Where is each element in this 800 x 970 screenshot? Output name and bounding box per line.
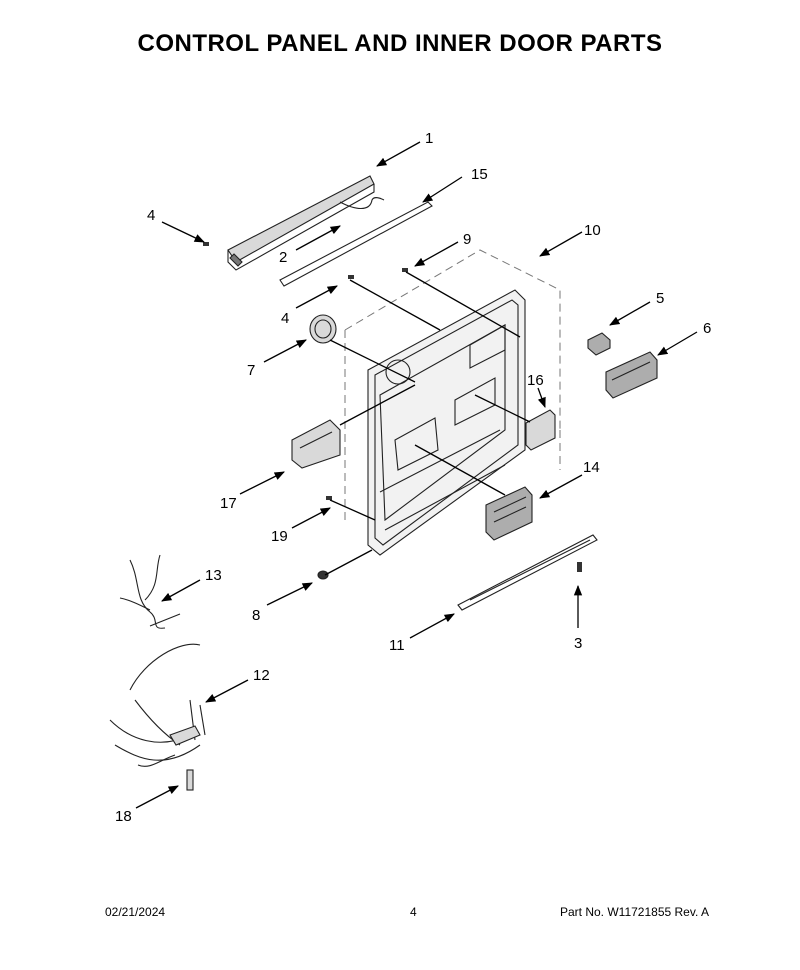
part-2-wire xyxy=(339,197,385,210)
callout-19: 19 xyxy=(271,528,288,545)
callout-5: 5 xyxy=(656,290,664,307)
part-16-module xyxy=(525,409,556,451)
callout-4: 4 xyxy=(147,207,155,224)
footer-date: 02/21/2024 xyxy=(105,905,166,919)
part-18-fitting xyxy=(186,769,194,791)
callout-8: 8 xyxy=(252,607,260,624)
callout-arrows xyxy=(135,141,698,809)
callout-12: 12 xyxy=(253,667,270,684)
footer-part-number: Part No. W11721855 Rev. A xyxy=(560,905,709,919)
part-17-dispenser xyxy=(291,419,341,469)
screws xyxy=(203,242,582,572)
callout-14: 14 xyxy=(583,459,600,476)
door-assembly-outline xyxy=(344,249,561,520)
part-14-module xyxy=(485,486,533,541)
callout-18: 18 xyxy=(115,808,132,825)
part-12-harness xyxy=(109,643,206,767)
leader-lines xyxy=(324,271,531,576)
callout-labels: 1 15 4 2 9 10 4 5 6 7 16 17 14 19 13 8 3… xyxy=(115,130,711,825)
callout-17: 17 xyxy=(220,495,237,512)
part-13-harness xyxy=(119,554,181,629)
part-15-strip xyxy=(279,201,433,287)
footer-page-number: 4 xyxy=(410,905,417,919)
callout-13: 13 xyxy=(205,567,222,584)
inner-door-panel xyxy=(367,289,526,556)
callout-16: 16 xyxy=(527,372,544,389)
callout-6: 6 xyxy=(703,320,711,337)
callout-2: 2 xyxy=(279,249,287,266)
callout-4b: 4 xyxy=(281,310,289,327)
callout-15: 15 xyxy=(471,166,488,183)
callout-1: 1 xyxy=(425,130,433,147)
part-8-bolt xyxy=(317,570,329,580)
part-6-board xyxy=(605,351,658,399)
callout-10: 10 xyxy=(584,222,601,239)
part-1-control-bar xyxy=(227,175,375,271)
callout-7: 7 xyxy=(247,362,255,379)
callout-3: 3 xyxy=(574,635,582,652)
page-title: CONTROL PANEL AND INNER DOOR PARTS xyxy=(137,30,663,57)
callout-9: 9 xyxy=(463,231,471,248)
part-11-strip xyxy=(457,534,598,611)
callout-11: 11 xyxy=(389,637,405,654)
part-7-vent xyxy=(309,314,337,344)
part-5-bracket xyxy=(587,332,611,356)
